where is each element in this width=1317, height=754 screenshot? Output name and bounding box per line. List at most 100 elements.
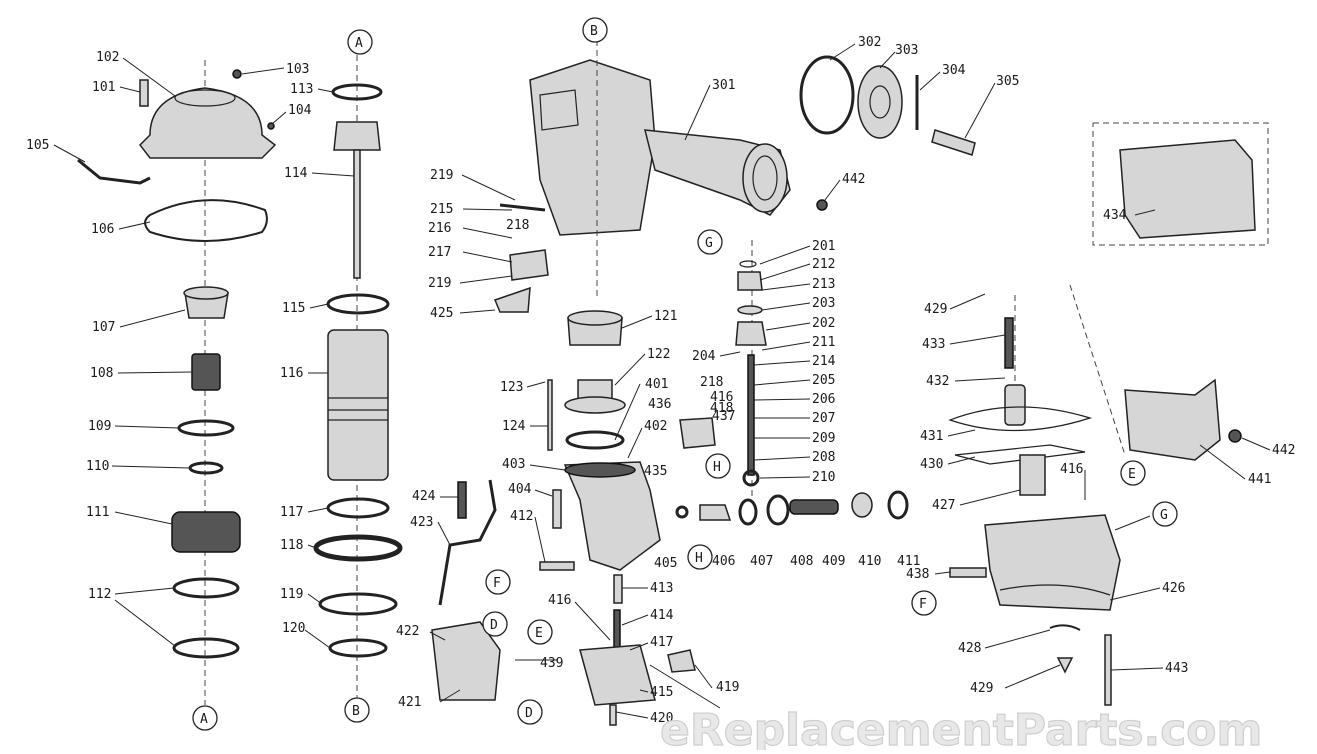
label-218-mid: 218 bbox=[700, 375, 723, 390]
part-442 bbox=[816, 199, 828, 211]
label-101: 101 bbox=[92, 80, 115, 95]
part-411 bbox=[887, 490, 909, 520]
label-105: 105 bbox=[26, 138, 49, 153]
label-420: 420 bbox=[650, 711, 673, 726]
label-303: 303 bbox=[895, 43, 918, 58]
reference-markers: A A B B G G H H D D E E F F bbox=[192, 17, 1178, 731]
part-431-plate bbox=[948, 406, 1093, 432]
part-115-bumper bbox=[326, 293, 390, 315]
part-434-magazine-cover bbox=[1119, 139, 1256, 239]
marker-d-lower: D bbox=[525, 706, 533, 721]
label-430: 430 bbox=[920, 457, 943, 472]
label-416-nose: 416 bbox=[1060, 462, 1083, 477]
part-415 bbox=[579, 644, 656, 706]
part-407 bbox=[738, 498, 758, 526]
label-123: 123 bbox=[500, 380, 523, 395]
label-442: 442 bbox=[842, 172, 865, 187]
marker-b-bottom: B bbox=[352, 704, 360, 719]
part-102-cylinder-cap bbox=[139, 87, 277, 159]
part-number-labels: 101 102 103 104 105 106 107 108 109 110 … bbox=[26, 35, 1295, 726]
label-425: 425 bbox=[430, 306, 453, 321]
label-205: 205 bbox=[812, 373, 835, 388]
part-104 bbox=[267, 122, 275, 130]
label-218: 218 bbox=[506, 218, 529, 233]
label-441: 441 bbox=[1248, 472, 1271, 487]
label-432: 432 bbox=[926, 374, 949, 389]
part-403-frame bbox=[563, 461, 661, 571]
label-103: 103 bbox=[286, 62, 309, 77]
marker-f-right: F bbox=[919, 597, 927, 612]
label-419: 419 bbox=[716, 680, 739, 695]
part-404 bbox=[552, 489, 562, 529]
part-217 bbox=[509, 249, 549, 281]
part-302-seal bbox=[799, 55, 855, 135]
part-414 bbox=[613, 609, 621, 649]
part-438 bbox=[949, 567, 987, 578]
label-208: 208 bbox=[812, 450, 835, 465]
part-101-screw bbox=[139, 79, 149, 107]
label-415: 415 bbox=[650, 685, 673, 700]
part-443 bbox=[1104, 634, 1112, 706]
inset-box bbox=[1092, 122, 1269, 246]
part-114-piston-head bbox=[333, 121, 381, 151]
marker-a-top: A bbox=[355, 36, 363, 51]
label-422: 422 bbox=[396, 624, 419, 639]
label-409: 409 bbox=[822, 554, 845, 569]
part-210 bbox=[742, 469, 760, 487]
label-439: 439 bbox=[540, 656, 563, 671]
label-119: 119 bbox=[280, 587, 303, 602]
part-119 bbox=[318, 592, 398, 616]
label-427: 427 bbox=[932, 498, 955, 513]
label-116: 116 bbox=[280, 366, 303, 381]
label-433: 433 bbox=[922, 337, 945, 352]
label-408: 408 bbox=[790, 554, 813, 569]
part-433-spring bbox=[1004, 317, 1014, 369]
housing-group bbox=[431, 40, 976, 726]
label-121: 121 bbox=[654, 309, 677, 324]
part-212 bbox=[737, 271, 763, 291]
label-418: 418 bbox=[710, 401, 733, 416]
label-304: 304 bbox=[942, 63, 966, 78]
label-302: 302 bbox=[858, 35, 881, 50]
marker-g-housing: G bbox=[705, 236, 713, 251]
watermark: eReplacementParts.com bbox=[660, 705, 1262, 750]
label-124: 124 bbox=[502, 419, 526, 434]
part-114-driver-blade bbox=[353, 149, 361, 279]
label-206: 206 bbox=[812, 392, 835, 407]
part-424 bbox=[457, 481, 467, 519]
label-201: 201 bbox=[812, 239, 835, 254]
marker-h-lower: H bbox=[695, 551, 703, 566]
part-426-nose-body bbox=[984, 514, 1121, 611]
label-403: 403 bbox=[502, 457, 525, 472]
label-207: 207 bbox=[812, 411, 835, 426]
part-427 bbox=[1019, 454, 1046, 496]
part-413 bbox=[613, 574, 623, 604]
part-442-right bbox=[1228, 429, 1242, 443]
label-104: 104 bbox=[288, 103, 312, 118]
part-305-fitting bbox=[931, 129, 976, 156]
label-414: 414 bbox=[650, 608, 674, 623]
label-209: 209 bbox=[812, 431, 835, 446]
part-408 bbox=[766, 494, 790, 526]
part-410 bbox=[851, 492, 873, 518]
label-113: 113 bbox=[290, 82, 313, 97]
label-402: 402 bbox=[644, 419, 667, 434]
label-117: 117 bbox=[280, 505, 303, 520]
label-106: 106 bbox=[91, 222, 114, 237]
part-419 bbox=[667, 649, 696, 673]
part-116-cylinder bbox=[327, 329, 389, 481]
part-112-o-ring-b bbox=[172, 637, 240, 659]
label-219-bottom: 219 bbox=[428, 276, 451, 291]
part-428 bbox=[1049, 624, 1081, 631]
part-110 bbox=[188, 461, 224, 475]
part-423 bbox=[438, 479, 497, 606]
label-305: 305 bbox=[996, 74, 1019, 89]
marker-e-lower: E bbox=[535, 626, 543, 641]
label-406: 406 bbox=[712, 554, 735, 569]
label-213: 213 bbox=[812, 277, 835, 292]
marker-e-right: E bbox=[1128, 467, 1136, 482]
label-413: 413 bbox=[650, 581, 673, 596]
piston-column bbox=[313, 55, 403, 700]
label-416: 416 bbox=[548, 593, 571, 608]
